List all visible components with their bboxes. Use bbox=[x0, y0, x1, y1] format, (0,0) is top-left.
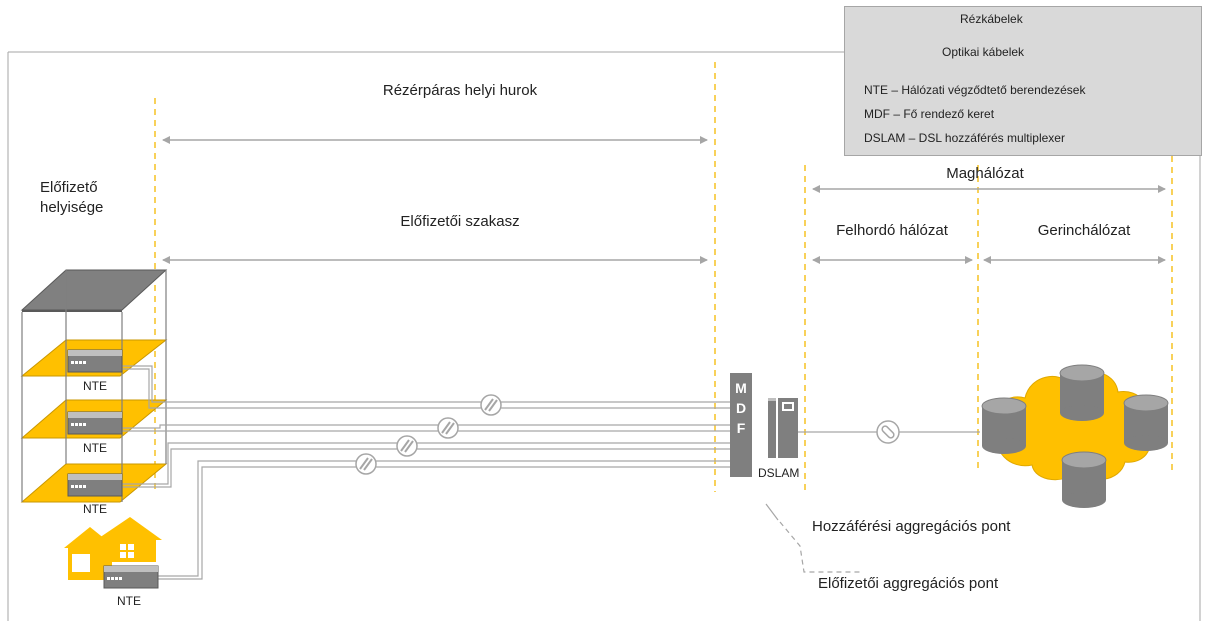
legend-nte-definition: NTE – Hálózati végződtető berendezések bbox=[864, 83, 1086, 97]
database-icon bbox=[1123, 394, 1169, 452]
dslam-icon bbox=[768, 398, 798, 458]
outer-frame bbox=[7, 51, 1201, 621]
mdf-letter-d: D bbox=[735, 400, 747, 416]
core-network-label: Maghálózat bbox=[946, 165, 1024, 182]
boundary-lines bbox=[154, 62, 1173, 492]
legend-copper-label: Rézkábelek bbox=[960, 12, 1023, 26]
copper-cable-icon bbox=[437, 417, 459, 439]
nte-label: NTE bbox=[83, 379, 107, 393]
nte-device-icon bbox=[67, 411, 123, 435]
subscriber-premises-label-line2: helyisége bbox=[40, 199, 104, 216]
copper-cable-icon bbox=[480, 394, 502, 416]
backhaul-network-label: Felhordó hálózat bbox=[836, 222, 948, 239]
mdf-frame-icon bbox=[730, 373, 752, 477]
copper-cable-lines bbox=[122, 365, 730, 580]
nte-device-icon bbox=[67, 349, 123, 373]
optical-cable-icon bbox=[876, 420, 900, 444]
span-arrows bbox=[162, 136, 1166, 264]
database-icon bbox=[1059, 364, 1105, 422]
legend-mdf-definition: MDF – Fő rendező keret bbox=[864, 107, 995, 121]
database-icon bbox=[1061, 451, 1107, 509]
copper-cable-icon bbox=[355, 453, 377, 475]
copper-cable-icon bbox=[396, 435, 418, 457]
nte-device-icon bbox=[103, 565, 159, 589]
subscriber-aggregation-point-label: Előfizetői aggregációs pont bbox=[818, 575, 999, 592]
subscriber-section-label: Előfizetői szakasz bbox=[400, 213, 520, 230]
mdf-letter-m: M bbox=[735, 380, 747, 396]
access-aggregation-point-label: Hozzáférési aggregációs pont bbox=[812, 518, 1011, 535]
aggregation-pointers bbox=[765, 503, 860, 573]
nte-device-icon bbox=[67, 473, 123, 497]
legend-dslam-definition: DSLAM – DSL hozzáférés multiplexer bbox=[864, 131, 1065, 145]
local-loop-label: Rézérpáras helyi hurok bbox=[382, 82, 538, 99]
database-icon bbox=[981, 397, 1027, 455]
dslam-label: DSLAM bbox=[758, 466, 800, 480]
subscriber-premises-label-line1: Előfizető bbox=[40, 179, 98, 196]
legend-optical-label: Optikai kábelek bbox=[942, 45, 1025, 59]
mdf-letter-f: F bbox=[736, 420, 746, 436]
legend bbox=[844, 6, 1202, 156]
nte-label: NTE bbox=[83, 441, 107, 455]
backbone-network-label: Gerinchálózat bbox=[1037, 222, 1131, 239]
nte-label: NTE bbox=[117, 594, 141, 608]
nte-label: NTE bbox=[83, 502, 107, 516]
